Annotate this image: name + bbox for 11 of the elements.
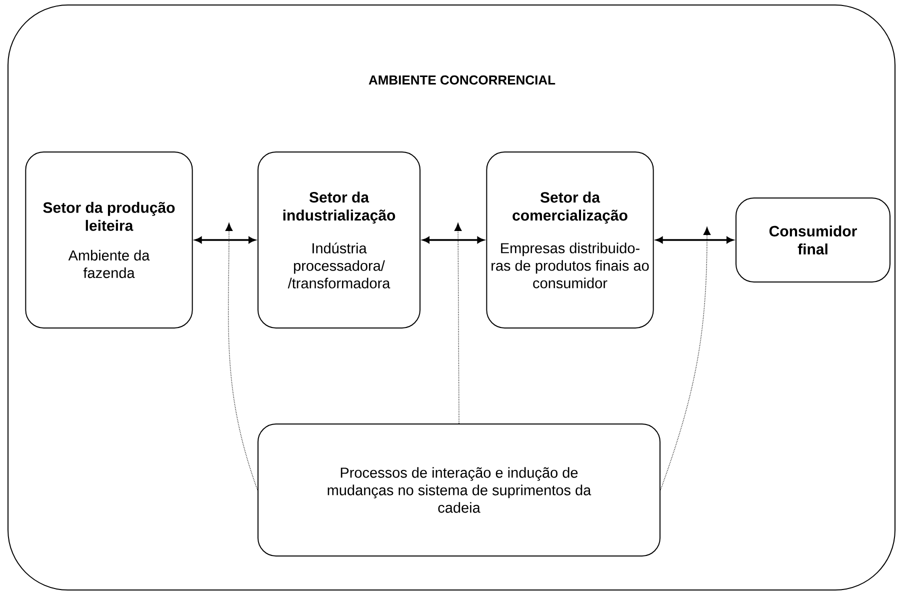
sector-box: Setor da produção leiteira Ambiente da fazenda — [25, 152, 193, 328]
double-arrow — [422, 236, 484, 244]
process-box: Processos de interação e indução de mudanças no sistema de suprimentos da cadeia — [258, 424, 660, 556]
sector-box: Setor da comercialização Empresas distribuido- ras de produtos finais ao consumidor — [486, 152, 654, 328]
sector-box: Setor da industrialização Indústria processadora/ /transformadora — [258, 152, 420, 328]
dotted-arrow — [454, 222, 462, 424]
sector-box: Consumidor final — [736, 198, 890, 282]
dotted-arrow — [660, 226, 711, 490]
double-arrow — [195, 236, 256, 244]
double-arrow — [656, 236, 734, 244]
dotted-arrow — [225, 222, 258, 490]
